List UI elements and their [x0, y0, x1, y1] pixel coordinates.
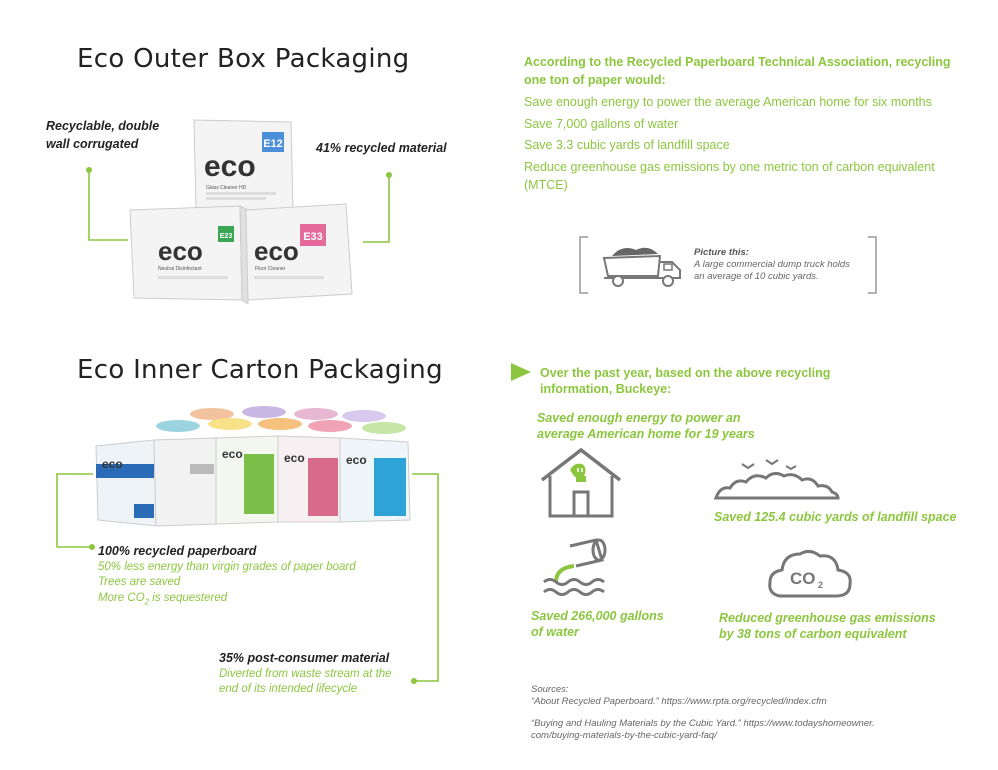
box-label-e23: E23 [220, 233, 233, 240]
co2-subscript: 2 [144, 596, 150, 606]
outer-label-corrugated: Recyclable, double wall corrugated [46, 117, 159, 153]
sources: Sources: “About Recycled Paperboard.” ht… [531, 684, 875, 742]
play-arrow-icon [511, 363, 531, 381]
buckeye-energy-stat: Saved enough energy to power an average … [537, 410, 755, 442]
outer-right-dot [386, 172, 392, 178]
rpta-fact-water: Save 7,000 gallons of water [524, 117, 679, 131]
sources-label: Sources: [531, 684, 569, 695]
picture-this-brackets [579, 236, 877, 294]
outer-label-line-1: Recyclable, double [46, 119, 160, 133]
inner-block1-heading: 100% recycled paperboard [98, 544, 257, 558]
inner-block2-heading: 35% post-consumer material [219, 651, 390, 665]
water-line-2: of water [531, 625, 579, 639]
box-label-e33: E33 [303, 231, 323, 243]
box-name-top: Glass Cleaner HD [206, 185, 247, 191]
rpta-fact-ghg: Reduce greenhouse gas emissions by one m… [524, 160, 935, 174]
box-label-e33-bg [300, 224, 326, 246]
box-name-left: Neutral Disinfectant [158, 266, 202, 272]
buckeye-water-stat: Saved 266,000 gallons of water [531, 608, 664, 640]
water-line-1: Saved 266,000 gallons [531, 609, 664, 623]
buckeye-landfill-stat: Saved 125.4 cubic yards of landfill spac… [714, 510, 957, 524]
energy-line-2: average American home for 19 years [537, 427, 755, 441]
buckeye-heading-line-1: Over the past year, based on the above r… [540, 366, 831, 380]
co2-cloud-icon: CO 2 [768, 549, 852, 598]
carton-brand-1: eco [102, 457, 123, 471]
carton-brand-4: eco [346, 453, 367, 467]
inner-block1-energy: 50% less energy than virgin grades of pa… [98, 560, 356, 573]
rpta-fact-energy: Save enough energy to power the average … [524, 95, 932, 109]
buckeye-ghg-stat: Reduced greenhouse gas emissions by 38 t… [719, 610, 936, 642]
picture-this-line-1: A large commercial dump truck holds [694, 259, 850, 270]
box-label-e12: E12 [263, 138, 283, 150]
source-todayshomeowner-line-2: com/buying-materials-by-the-cubic-yard-f… [531, 730, 717, 741]
outer-label-line-2: wall corrugated [46, 137, 139, 151]
ghg-line-1: Reduced greenhouse gas emissions [719, 611, 936, 625]
inner-right-connector [412, 473, 439, 682]
inner-block1-co2: More CO2 is sequestered [98, 591, 356, 610]
box-brand-left: eco [158, 236, 203, 266]
rpta-fact-ghg-unit: (MTCE) [524, 178, 568, 192]
rpta-heading-line-2: one ton of paper would: [524, 73, 666, 87]
inner-block2-line-2: end of its intended lifecycle [219, 683, 358, 695]
landfill-icon [714, 459, 840, 500]
inner-title: Eco Inner Carton Packaging [77, 355, 443, 385]
co2-prefix: More CO [98, 591, 145, 604]
source-todayshomeowner-line-1: “Buying and Hauling Materials by the Cub… [531, 718, 875, 729]
outer-boxes-image: E12 eco Glass Cleaner HD E23 eco Neutral… [129, 119, 353, 304]
energy-line-1: Saved enough energy to power an [537, 411, 741, 425]
inner-block-post-consumer: 35% post-consumer material Diverted from… [219, 651, 392, 698]
picture-this-line-2: an average of 10 cubic yards. [694, 271, 819, 282]
box-name-right: Floor Cleaner [255, 266, 286, 272]
co2-icon-text: CO [790, 569, 816, 588]
carton-brand-2: eco [222, 447, 243, 461]
inner-cartons-image: eco eco eco eco [95, 406, 411, 527]
box-brand-right: eco [254, 236, 299, 266]
box-brand-top: eco [204, 150, 256, 183]
carton-brand-3: eco [284, 451, 305, 465]
co2-icon-sub: 2 [818, 580, 823, 590]
box-label-e23-bg [218, 226, 234, 242]
outer-left-dot [86, 167, 92, 173]
outer-right-connector [363, 175, 390, 243]
rpta-heading-line-1: According to the Recycled Paperboard Tec… [524, 55, 951, 69]
inner-left-dot [89, 544, 95, 550]
outer-left-connector [88, 170, 128, 241]
outer-label-recycled: 41% recycled material [316, 141, 447, 155]
inner-left-connector [56, 473, 93, 548]
picture-this-heading: Picture this: [694, 247, 749, 258]
box-label-e12-bg [262, 132, 284, 152]
buckeye-heading-line-2: information, Buckeye: [540, 382, 672, 396]
picture-this-text: Picture this: A large commercial dump tr… [694, 247, 850, 283]
outer-title: Eco Outer Box Packaging [77, 44, 410, 74]
co2-suffix: is sequestered [149, 591, 228, 604]
inner-block2-line-1: Diverted from waste stream at the [219, 667, 392, 680]
inner-right-dot [411, 678, 417, 684]
inner-block1-trees: Trees are saved [98, 576, 181, 588]
inner-block-recycled: 100% recycled paperboard 50% less energy… [98, 544, 356, 609]
rpta-heading: According to the Recycled Paperboard Tec… [524, 53, 951, 89]
buckeye-heading: Over the past year, based on the above r… [540, 365, 830, 397]
house-plug-icon [540, 447, 622, 518]
dump-truck-icon [602, 247, 681, 287]
source-rpta: “About Recycled Paperboard.” https://www… [531, 696, 827, 707]
ghg-line-2: by 38 tons of carbon equivalent [719, 627, 907, 641]
rpta-fact-landfill: Save 3.3 cubic yards of landfill space [524, 138, 730, 152]
water-pipe-icon [543, 538, 607, 596]
